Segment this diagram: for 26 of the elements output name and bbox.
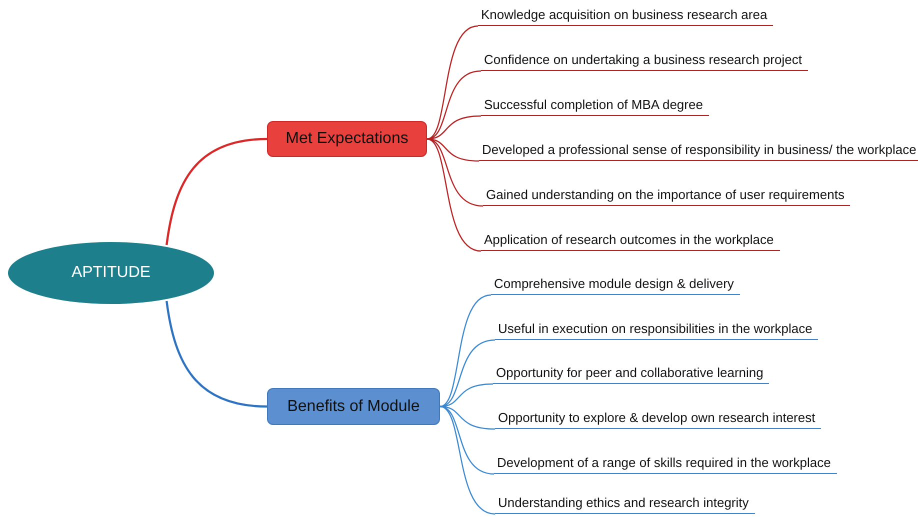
leaf-text: Opportunity to explore & develop own research interest: [495, 410, 822, 429]
branch-box: Benefits of Module: [267, 388, 440, 425]
connector: [426, 25, 478, 140]
topic-ellipse: [8, 242, 214, 304]
connector: [426, 70, 482, 140]
leaf-text: Confidence on undertaking a business research project: [481, 52, 808, 71]
topic-label: APTITUDE: [71, 264, 151, 282]
leaf-text: Application of research outcomes in the workplace: [481, 232, 780, 251]
connector: [440, 339, 496, 408]
connector: [440, 294, 492, 408]
leaf-text: Successful completion of MBA degree: [481, 97, 709, 116]
leaf-text: Development of a range of skills required in the workplace: [494, 455, 837, 474]
leaf-text: Comprehensive module design & delivery: [491, 276, 740, 295]
leaf-text: Knowledge acquisition on business research area: [478, 7, 774, 26]
leaf-text: Opportunity for peer and collaborative learning: [493, 365, 770, 384]
connector: [440, 406, 494, 475]
connector: [166, 138, 268, 246]
connector: [440, 406, 496, 515]
leaf-text: Understanding ethics and research integrity: [495, 495, 755, 514]
connector: [426, 138, 482, 252]
leaf-text: Gained understanding on the importance of user requirements: [483, 187, 850, 206]
branch-box: Met Expectations: [267, 121, 427, 157]
connector: [426, 138, 484, 207]
leaf-text: Useful in execution on responsibilities in the workplace: [495, 321, 818, 340]
connector: [166, 300, 268, 408]
leaf-text: Developed a professional sense of responsibility in business/ the workplace: [479, 142, 918, 161]
